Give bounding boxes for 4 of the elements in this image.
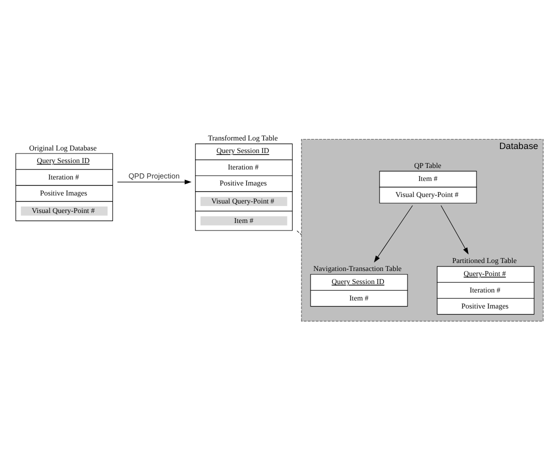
connector — [296, 230, 302, 236]
arrow — [440, 205, 469, 254]
arrow — [374, 205, 413, 263]
arrow — [117, 180, 192, 184]
